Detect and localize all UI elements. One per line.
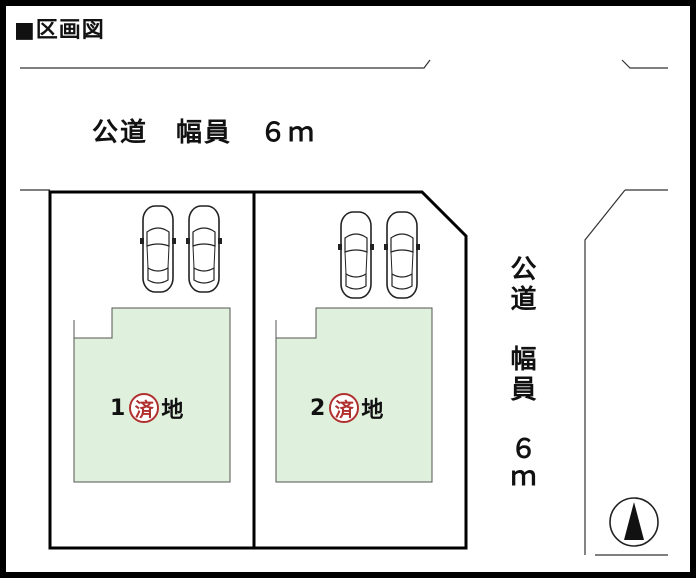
sold-stamp-icon: 済 [129,393,160,423]
sold-stamp-icon: 済 [329,393,360,423]
lot-number: 2 [310,395,326,421]
lot-number: 1 [110,395,126,421]
north-arrow-icon [609,497,659,547]
road-label-top: 公道 幅員 ６ｍ [92,118,317,148]
lot-label-2: 2 済 地 [310,392,383,424]
page-title: ■区画図 [14,18,105,43]
lot-suffix: 地 [361,398,384,423]
car-icon [383,211,421,299]
road-edge-line [584,189,626,555]
road-edge-line [20,59,431,69]
building-footprint-lot-2 [275,307,433,483]
road-label-right: 公道 幅員 ６ｍ [506,255,536,495]
lot-label-1: 1 済 地 [110,392,183,424]
car-icon [337,211,375,299]
car-icon [185,205,223,293]
car-icon [139,205,177,293]
road-edge-line [621,59,668,69]
lot-suffix: 地 [161,398,184,423]
